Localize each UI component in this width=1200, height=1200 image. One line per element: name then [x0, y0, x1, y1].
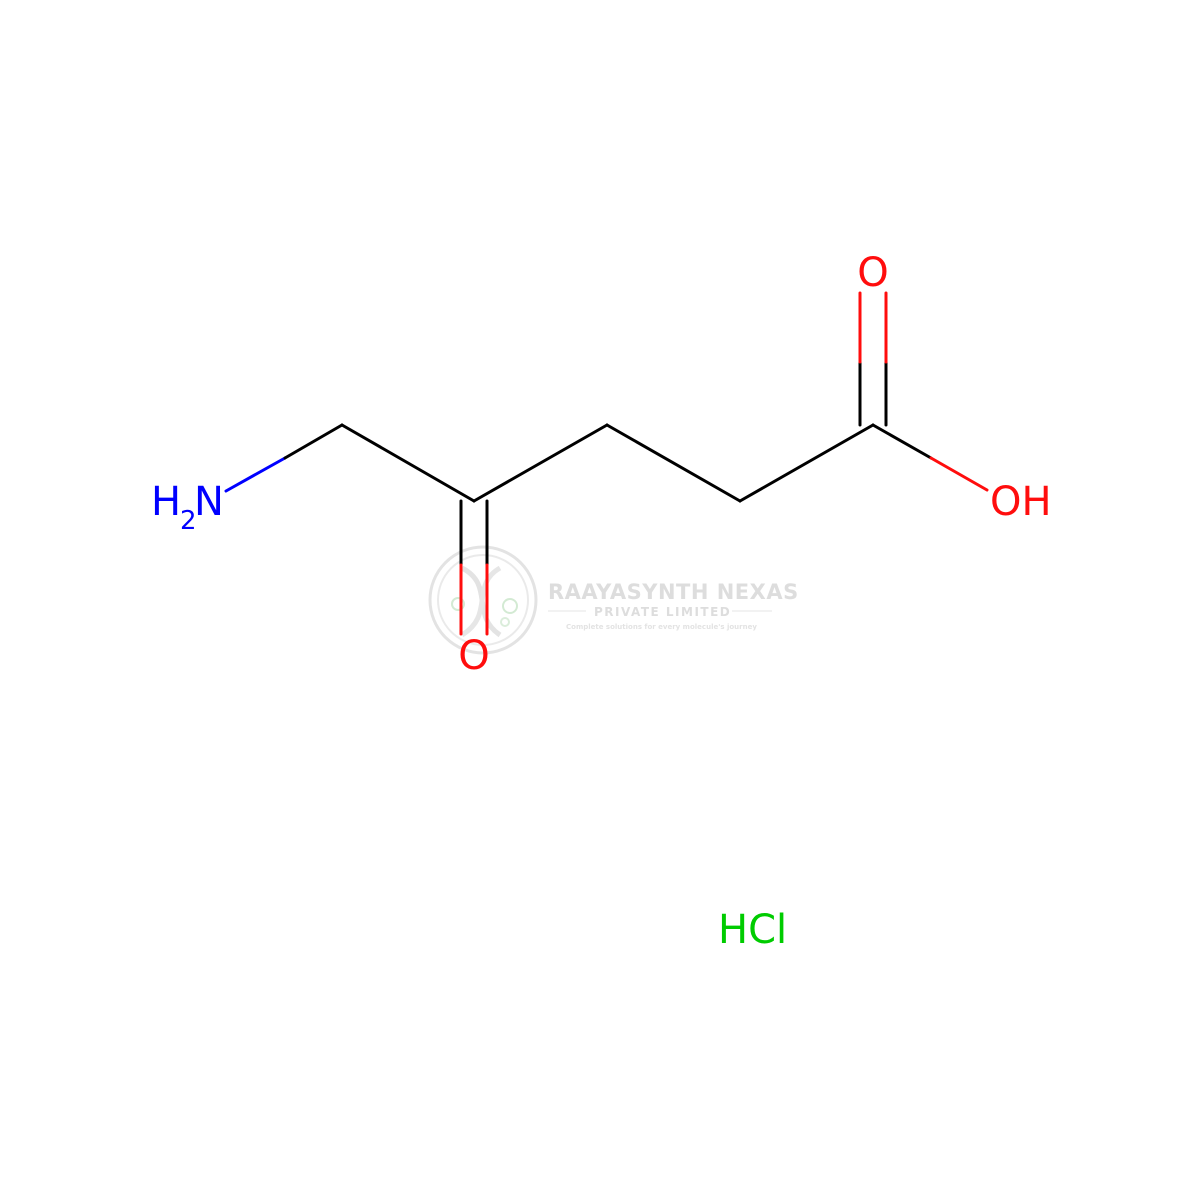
bond-c4-c5	[738, 423, 875, 503]
atom-amine-n: N	[194, 479, 224, 525]
bond-c2-c3	[472, 423, 609, 503]
bond-c1-c2	[340, 423, 476, 503]
bond-c5-oh-carbon-half	[871, 423, 933, 460]
watermark-tagline: Complete solutions for every molecule's …	[566, 623, 757, 631]
bond-n-c1-carbon-half	[283, 423, 344, 460]
watermark-logo-icon	[428, 545, 538, 655]
atom-ketone-oxygen: O	[458, 633, 489, 679]
bonds	[224, 291, 989, 636]
watermark-subtitle: PRIVATE LIMITED	[594, 605, 731, 619]
salt-hcl: HCl	[718, 907, 787, 953]
watermark: RAAYASYNTH NEXAS PRIVATE LIMITED Complet…	[428, 545, 799, 655]
watermark-company: RAAYASYNTH NEXAS	[548, 580, 799, 604]
atom-amine-h: H	[151, 479, 181, 525]
atom-acid-hydroxyl: OH	[990, 479, 1052, 525]
atom-acid-carbonyl-oxygen: O	[857, 250, 888, 296]
bond-n-c1-nitrogen-half	[224, 456, 287, 493]
bond-c3-c4	[605, 423, 742, 503]
atom-labels: H 2 N O O OH HCl	[151, 250, 1052, 953]
bond-c5-oh-oxygen-half	[929, 456, 989, 492]
atom-amine-subscript: 2	[180, 506, 197, 536]
